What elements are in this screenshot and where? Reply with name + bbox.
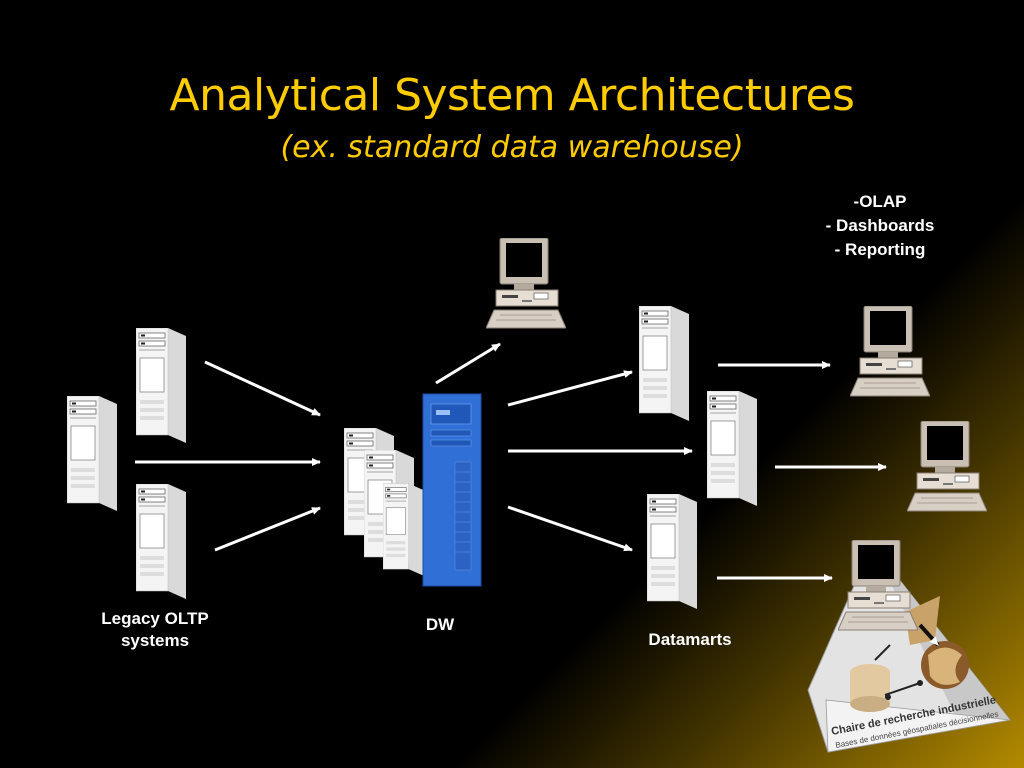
slide-title: Analytical System Architectures xyxy=(169,70,855,121)
datamart-server-middle xyxy=(707,391,757,506)
dw-tower-icon xyxy=(422,393,482,587)
client-workstation-top xyxy=(850,306,930,397)
datamart-server-top xyxy=(639,306,689,421)
slide-subtitle: (ex. standard data warehouse) xyxy=(280,130,744,165)
dw-label: DW xyxy=(425,615,455,634)
legacy-server-bottom xyxy=(136,484,186,599)
tool-reporting: - Reporting xyxy=(834,240,926,259)
legacy-server-top xyxy=(136,328,186,443)
tool-dashboards: - Dashboards xyxy=(825,216,935,235)
arrow-dw-datamart-bottom xyxy=(507,505,633,552)
tool-olap: -OLAP xyxy=(853,192,907,211)
tools-list: -OLAP - Dashboards - Reporting xyxy=(800,190,960,262)
datamarts-label: Datamarts xyxy=(648,630,732,649)
arrow-legacy-top xyxy=(204,360,321,417)
datamart-server-bottom xyxy=(647,494,697,609)
arrow-dw-workstation xyxy=(435,342,501,385)
legacy-label-line1: Legacy OLTP xyxy=(101,609,209,628)
staging-server-3 xyxy=(383,483,423,576)
client-workstation-bottom xyxy=(838,540,918,631)
client-workstation-middle xyxy=(907,421,987,512)
arrow-dw-datamart-top xyxy=(507,370,633,407)
legacy-label-line2: systems xyxy=(120,631,190,650)
arrow-legacy-bottom xyxy=(214,506,321,552)
legacy-label: Legacy OLTP systems xyxy=(70,608,240,652)
logo-pyramid-icon: Chaire de recherche industrielle Bases d… xyxy=(807,544,1011,753)
legacy-server-left xyxy=(67,396,117,511)
workstation-top xyxy=(486,238,566,329)
